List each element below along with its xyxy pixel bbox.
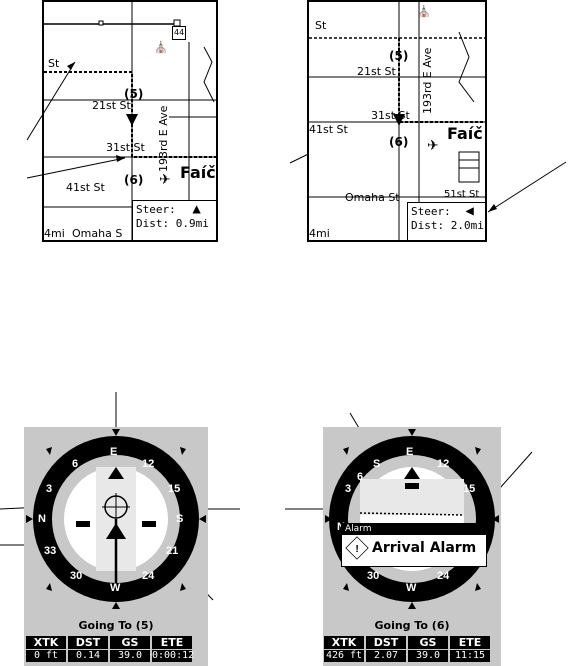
steer-label: Steer: [411,205,451,218]
ete-value: 11:15 [450,650,490,662]
dial-label-s: S [373,458,381,470]
dial-label-n: N [337,521,345,533]
place-label-fair: Faíč [180,163,216,182]
arrival-alarm-dialog[interactable]: Alarm ! Arrival Alarm [341,523,487,567]
dial-label-15: 15 [463,483,476,495]
dial-label-24: 24 [437,570,450,582]
compass-dial-left [26,429,206,609]
ete-header: ETE [450,636,490,649]
waypoint-5[interactable]: (5) [124,87,144,101]
airport-icon: ✈ [427,138,439,154]
street-label-31st: 31st St [106,141,145,154]
xtk-value: 0 ft [26,650,66,662]
map-panel-right[interactable]: St 21st St 31st St 41st St Omaha St 51st… [307,0,487,242]
dial-label-30: 30 [367,570,380,582]
waypoint-6[interactable]: (6) [124,173,144,187]
street-label-omaha: Omaha S [72,227,123,240]
waypoint-6[interactable]: (6) [389,135,409,149]
map-lines-right [309,2,485,240]
dial-label-e: E [406,446,414,458]
street-label-193rd: 193rd E Ave [421,47,434,114]
dial-label-6: 6 [357,471,364,483]
street-label-st-top: St [315,19,327,32]
steer-arrow-up-icon: ▲ [192,201,201,217]
going-to-label: Going To (5) [78,619,154,632]
gs-value: 39.0 [408,650,448,662]
dst-value: 0.14 [68,650,108,662]
street-label-41st: 41st St [309,123,348,136]
dial-label-15: 15 [168,483,181,495]
street-label-st-top: St [48,57,60,70]
map-scale: 4mi [44,227,65,240]
dial-label-33: 33 [44,545,57,557]
steer-arrow-left-icon: ◀ [465,203,474,219]
church-icon: ⛪ [154,41,168,54]
dst-value: 2.07 [366,650,406,662]
airport-icon: ✈ [159,172,171,188]
map-scale: 4mi [309,227,330,240]
dial-label-24: 24 [142,570,155,582]
xtk-value: 426 ft [324,650,364,662]
alarm-message: Arrival Alarm [372,540,477,556]
nav-screen-left[interactable]: E 12 15 S 21 24 W 30 33 N 3 6 Going To (… [24,427,208,666]
dst-header: DST [68,636,108,649]
dial-label-30: 30 [70,570,83,582]
ete-value: 0:00:12 [152,650,195,662]
street-label-41st: 41st St [66,181,105,194]
gs-header: GS [110,636,150,649]
dial-label-e: E [110,446,118,458]
dial-label-s: S [176,513,184,525]
nav-screen-right[interactable]: E 12 15 S 21 24 W 30 33 N 3 6 Alarm ! Ar… [323,427,501,666]
gs-header: GS [408,636,448,649]
xtk-header: XTK [324,636,364,649]
dist-label: Dist: 0.9mi [136,217,209,230]
street-label-31st: 31st St [371,109,410,122]
dial-label-12: 12 [142,458,155,470]
dst-header: DST [366,636,406,649]
dial-label-n: N [38,513,46,525]
steer-dist-box: Steer: ◀ Dist: 2.0mi [407,202,485,240]
street-label-omaha: Omaha St [345,191,400,204]
route-shield-icon: 44 [172,26,187,40]
steer-label: Steer: [136,203,176,216]
alarm-title: Alarm [342,524,486,535]
dist-label: Dist: 2.0mi [411,219,484,232]
street-label-21st: 21st St [357,65,396,78]
dial-label-21: 21 [166,545,179,557]
map-panel-left[interactable]: St 21st St 31st St 41st St Omaha S 193rd… [42,0,218,242]
dial-label-3: 3 [46,483,53,495]
going-to-label: Going To (6) [374,619,450,632]
warning-icon: ! [345,536,369,560]
xtk-header: XTK [26,636,66,649]
dial-label-3: 3 [345,483,352,495]
dial-label-12: 12 [437,458,450,470]
dial-label-6: 6 [72,458,79,470]
ete-header: ETE [152,636,192,649]
waypoint-5[interactable]: (5) [389,49,409,63]
church-icon: ⛪ [417,5,431,18]
street-label-21st: 21st St [92,99,131,112]
gs-value: 39.0 [110,650,150,662]
street-label-51st: 51st St [444,189,480,200]
steer-dist-box: Steer: ▲ Dist: 0.9mi [132,200,216,240]
place-label-fair: Faíč [447,124,483,143]
dial-label-w: W [406,582,417,594]
dial-label-w: W [110,582,121,594]
